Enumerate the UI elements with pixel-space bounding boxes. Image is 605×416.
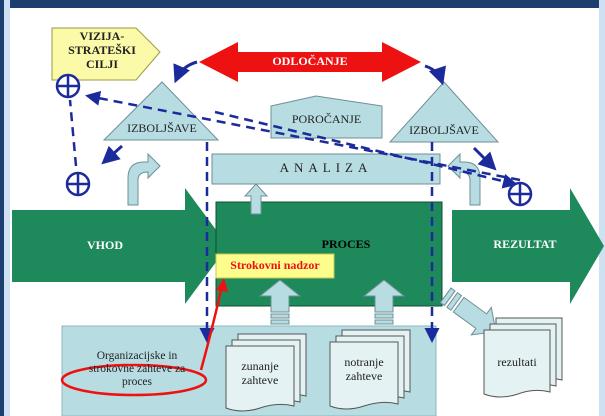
improve-right-triangle — [388, 81, 500, 143]
feedback-dashed-lines — [68, 90, 521, 343]
input-label: VHOD — [87, 238, 123, 252]
window-left-border — [0, 0, 10, 416]
process-to-analysis-arrow — [243, 183, 269, 215]
analysis-label: ANALIZA — [279, 160, 373, 175]
window-right-border — [599, 0, 605, 416]
improve-right-label: IZBOLJŠAVE — [409, 123, 479, 137]
supervision-label: Strokovni nadzor — [230, 258, 320, 272]
external-req-document — [225, 333, 307, 412]
sum-junction-top-left-icon — [55, 73, 81, 99]
reporting-label: POROČANJE — [291, 112, 362, 126]
requirements-highlight-ellipse — [60, 363, 208, 397]
process-to-results-arrow — [439, 287, 497, 336]
decision-label: ODLOČANJE — [272, 54, 348, 68]
right-curved-arrow — [447, 152, 481, 206]
internal-req-document — [329, 329, 411, 410]
supervision-red-arrowhead — [216, 278, 228, 292]
result-arrow — [452, 188, 604, 304]
sum-junction-right-icon — [507, 181, 533, 207]
input-arrow — [12, 188, 228, 304]
sum-junction-left-icon — [65, 171, 91, 197]
decision-arrow — [199, 42, 421, 82]
requirements-label: Organizacijske in strokovne zahteve za p… — [88, 350, 186, 389]
internal-req-up-arrow — [362, 279, 406, 325]
improve-left-label: IZBOLJŠAVE — [127, 121, 197, 135]
window-top-border — [0, 0, 605, 8]
internal-req-label: notranje zahteve — [344, 355, 384, 383]
reporting-shape — [270, 95, 383, 139]
left-curved-arrow — [127, 152, 161, 206]
vision-label: VIZIJA- STRATEŠKI CILJI — [68, 29, 136, 71]
supervision-box — [215, 253, 335, 279]
supervision-red-arrow — [199, 285, 224, 371]
decision-connector-arrows — [101, 60, 497, 171]
external-req-up-arrow — [258, 279, 302, 325]
result-label: REZULTAT — [493, 237, 557, 251]
external-req-label: zunanje zahteve — [241, 359, 279, 387]
results-document — [483, 317, 563, 398]
process-label: PROCES — [321, 237, 371, 251]
vision-shape — [51, 27, 161, 81]
analysis-box — [211, 153, 441, 185]
results-doc-label: rezultati — [497, 355, 537, 369]
